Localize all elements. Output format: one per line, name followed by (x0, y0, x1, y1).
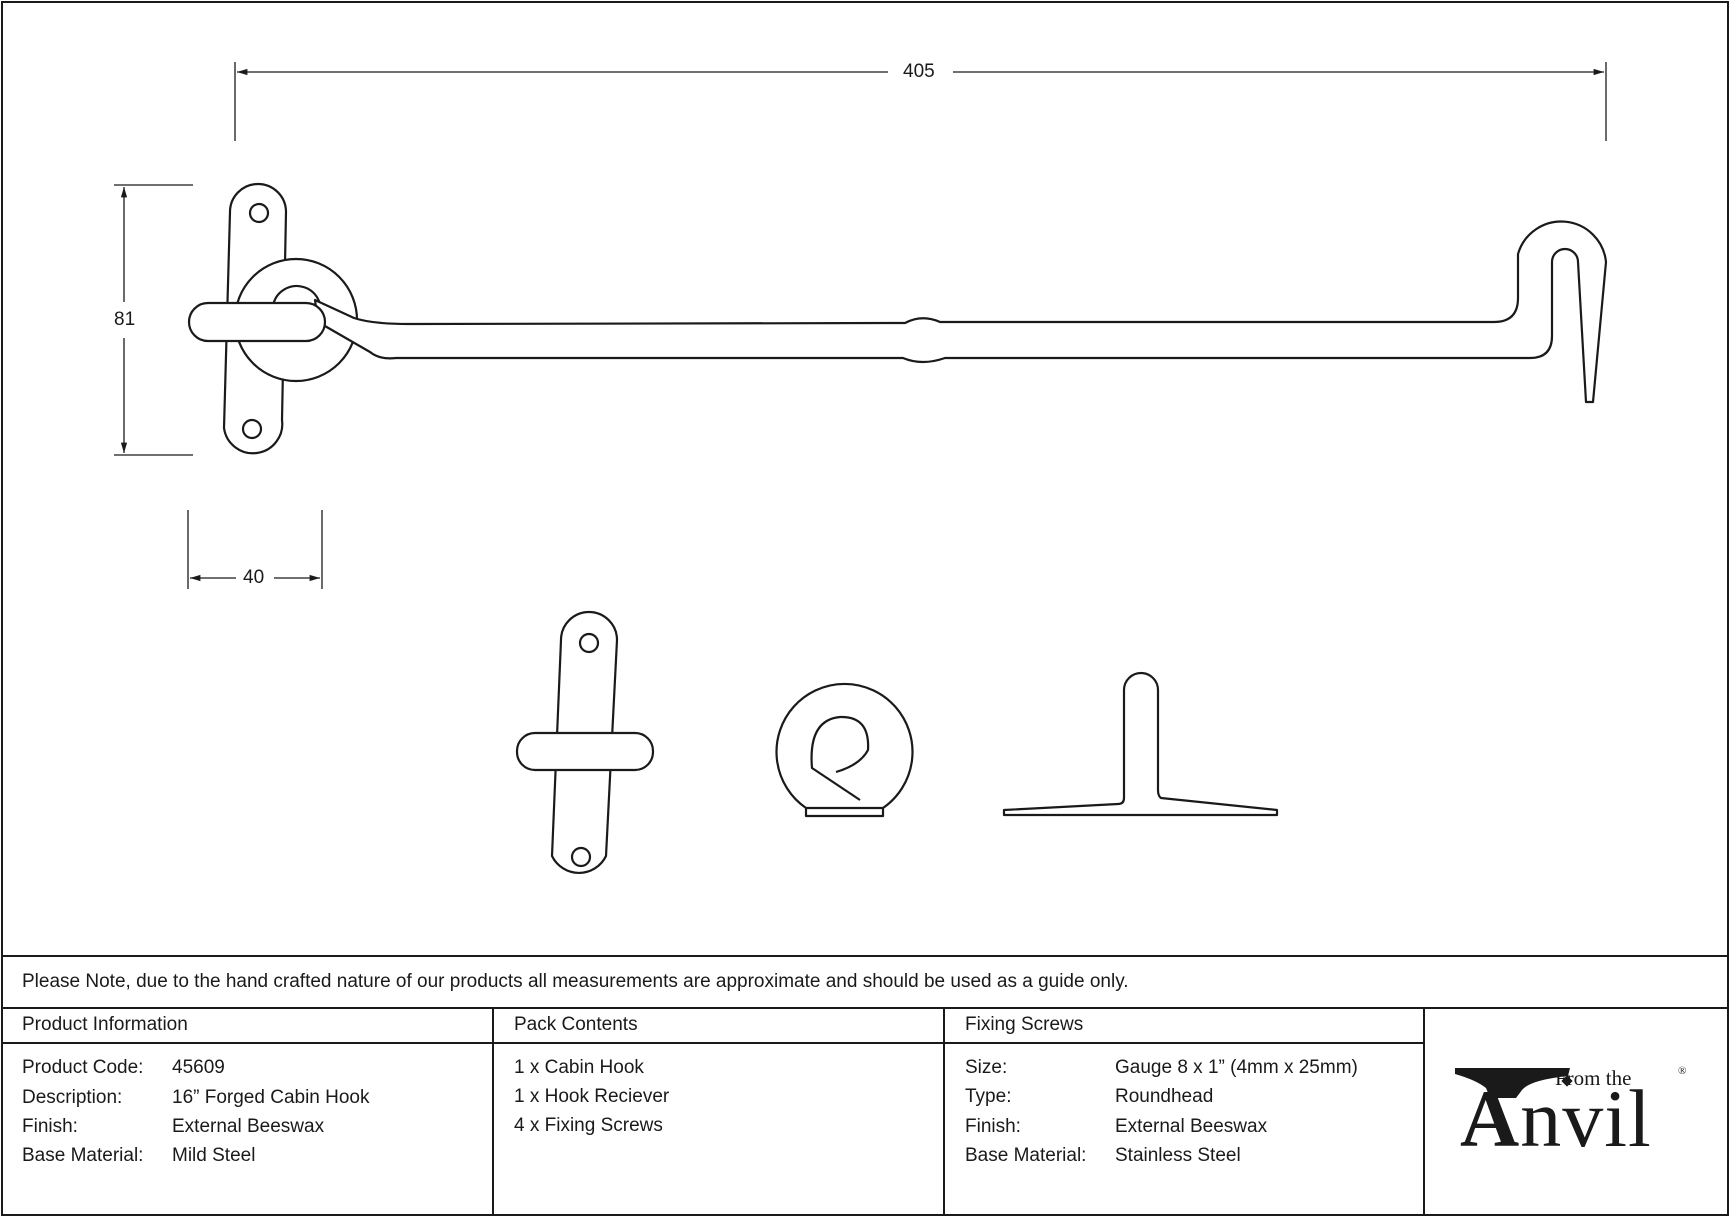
fixing-screws-value: Stainless Steel (1115, 1145, 1241, 1166)
logo-prefix: From the (1555, 1066, 1632, 1090)
section-title-product-information: Product Information (22, 1014, 188, 1035)
product-info-value: 45609 (172, 1057, 225, 1078)
product-info-label: Description: (22, 1087, 123, 1108)
product-info-label: Product Code: (22, 1057, 144, 1078)
dimension-height (114, 184, 193, 456)
section-title-fixing-screws: Fixing Screws (965, 1014, 1084, 1035)
info-table-lines (2, 955, 1728, 1215)
pack-contents-item: 4 x Fixing Screws (514, 1115, 663, 1136)
pack-contents-item: 1 x Hook Reciever (514, 1086, 670, 1107)
logo-rest: nvil (1520, 1073, 1652, 1164)
fixing-screws-label: Finish: (965, 1116, 1021, 1137)
dimension-label-height: 81 (110, 309, 140, 331)
dimension-plate-width (187, 510, 323, 589)
fixing-screws-label: Type: (965, 1086, 1012, 1107)
product-info-label: Finish: (22, 1116, 78, 1137)
fixing-screws-value: Roundhead (1115, 1086, 1214, 1107)
section-title-pack-contents: Pack Contents (514, 1014, 638, 1035)
logo-initial: A (1460, 1073, 1521, 1164)
fixing-screws-label: Base Material: (965, 1145, 1087, 1166)
dimension-overall-length (234, 62, 1607, 141)
dimension-label-width: 40 (239, 567, 269, 589)
product-info-label: Base Material: (22, 1145, 144, 1166)
measurement-note: Please Note, due to the hand crafted nat… (22, 971, 1129, 992)
product-info-value: External Beeswax (172, 1116, 325, 1137)
fixing-screws-value: Gauge 8 x 1” (4mm x 25mm) (1115, 1057, 1358, 1078)
product-info-value: Mild Steel (172, 1145, 256, 1166)
logo-wordmark: Anvil (1460, 1074, 1652, 1164)
assembled-cabin-hook (187, 182, 1608, 455)
hook-receiver-part (775, 682, 914, 818)
registered-mark: ® (1678, 1065, 1687, 1077)
back-plate-part (515, 610, 655, 874)
fixing-screws-value: External Beeswax (1115, 1116, 1268, 1137)
fixing-screw-part (1002, 671, 1279, 817)
fixing-screws-label: Size: (965, 1057, 1008, 1078)
pack-contents-item: 1 x Cabin Hook (514, 1057, 644, 1078)
anvil-logo-icon (1455, 1068, 1573, 1098)
product-info-value: 16” Forged Cabin Hook (172, 1087, 370, 1108)
dimension-label-length: 405 (899, 61, 939, 83)
